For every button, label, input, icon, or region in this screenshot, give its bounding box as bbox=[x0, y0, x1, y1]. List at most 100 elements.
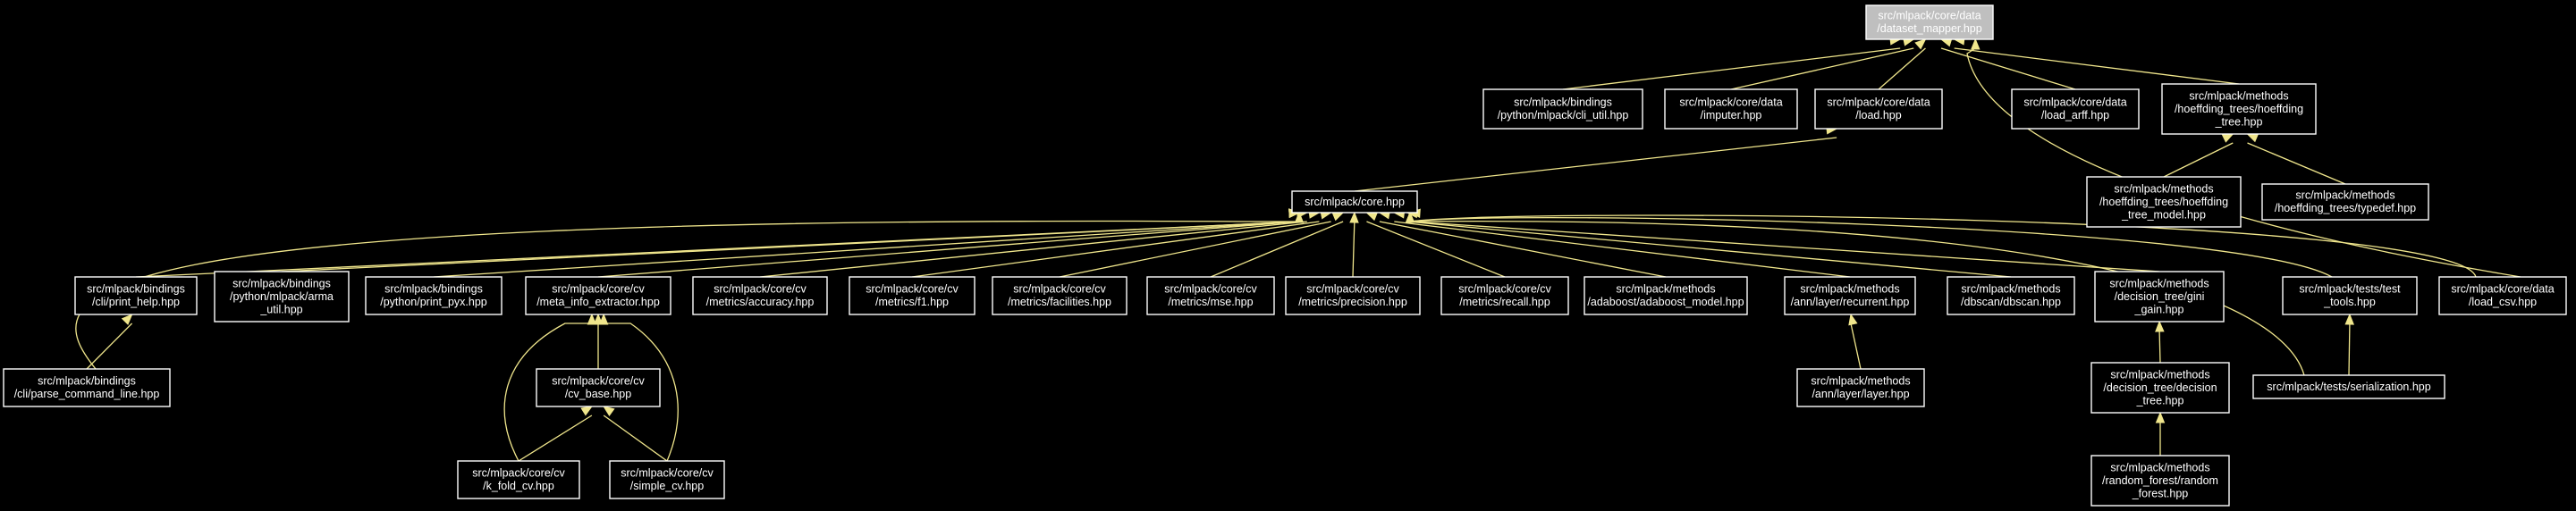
node-label-line: src/mlpack/tests/serialization.hpp bbox=[2267, 381, 2430, 393]
node-parse-cmd[interactable]: src/mlpack/bindings/cli/parse_command_li… bbox=[3, 368, 171, 407]
edge-hoeffding-tree-to-dataset-mapper bbox=[1954, 47, 2240, 85]
node-load-arff[interactable]: src/mlpack/core/data/load_arff.hpp bbox=[2011, 88, 2140, 130]
node-box bbox=[2438, 276, 2567, 315]
node-box bbox=[365, 276, 503, 315]
node-print-pyx[interactable]: src/mlpack/bindings/python/print_pyx.hpp bbox=[365, 276, 503, 315]
node-recurrent[interactable]: src/mlpack/methods/ann/layer/recurrent.h… bbox=[1784, 276, 1916, 315]
node-label-line: src/mlpack/methods bbox=[1811, 375, 1910, 388]
arrowhead bbox=[580, 406, 594, 416]
arrowhead bbox=[1914, 38, 1927, 50]
node-label-line: src/mlpack/core/data bbox=[1878, 10, 1981, 22]
node-label-line: src/mlpack/bindings bbox=[1514, 96, 1612, 109]
node-label-line: src/mlpack/methods bbox=[1616, 283, 1715, 296]
node-label-line: _tree_model.hpp bbox=[2121, 208, 2206, 221]
edge-recall-to-core bbox=[1366, 221, 1506, 278]
edge-decision-tree-to-gini-gain bbox=[2158, 330, 2161, 364]
node-label-line: /cli/parse_command_line.hpp bbox=[14, 388, 160, 400]
node-arma-util[interactable]: src/mlpack/bindings/python/mlpack/arma_u… bbox=[214, 271, 350, 323]
node-box bbox=[1814, 88, 1943, 130]
node-box bbox=[2252, 374, 2445, 399]
node-box bbox=[2282, 276, 2418, 315]
node-f1[interactable]: src/mlpack/core/cv/metrics/f1.hpp bbox=[849, 276, 976, 315]
node-label-line: /load.hpp bbox=[1855, 109, 1901, 121]
edge-core-to-load bbox=[1354, 137, 1837, 192]
node-dbscan[interactable]: src/mlpack/methods/dbscan/dbscan.hpp bbox=[1947, 276, 2075, 315]
node-label-line: src/mlpack/core/cv bbox=[1164, 283, 1257, 296]
node-gini-gain[interactable]: src/mlpack/methods/decision_tree/gini_ga… bbox=[2094, 271, 2225, 323]
node-box bbox=[1947, 276, 2075, 315]
node-box bbox=[849, 276, 976, 315]
arrowhead bbox=[1848, 313, 1858, 326]
node-label-line: src/mlpack/methods bbox=[2110, 461, 2209, 473]
node-dataset-mapper: src/mlpack/core/data/dataset_mapper.hpp bbox=[1865, 4, 1994, 40]
node-label-line: /metrics/facilities.hpp bbox=[1008, 296, 1111, 308]
node-imputer[interactable]: src/mlpack/core/data/imputer.hpp bbox=[1664, 88, 1798, 130]
node-label-line: /dbscan/dbscan.hpp bbox=[1961, 296, 2061, 308]
node-box bbox=[1285, 276, 1421, 315]
node-label-line: /simple_cv.hpp bbox=[630, 480, 704, 492]
node-label-line: /python/print_pyx.hpp bbox=[380, 296, 487, 308]
edge-load-csv-to-core bbox=[1409, 214, 2477, 278]
node-facilities[interactable]: src/mlpack/core/cv/metrics/facilities.hp… bbox=[992, 276, 1128, 315]
node-layer[interactable]: src/mlpack/methods/ann/layer/layer.hpp bbox=[1796, 368, 1925, 407]
edge-gini-gain-to-core bbox=[1409, 221, 2160, 272]
arrowhead bbox=[2221, 133, 2234, 143]
node-accuracy[interactable]: src/mlpack/core/cv/metrics/accuracy.hpp bbox=[692, 276, 828, 315]
node-label-line: src/mlpack/core/cv bbox=[552, 283, 645, 296]
node-label-line: /metrics/recall.hpp bbox=[1459, 296, 1550, 308]
edge-recurrent-to-core bbox=[1394, 221, 1851, 278]
node-decision-tree[interactable]: src/mlpack/methods/decision_tree/decisio… bbox=[2090, 362, 2230, 414]
node-label-line: /metrics/mse.hpp bbox=[1168, 296, 1253, 308]
node-label-line: src/mlpack/bindings bbox=[384, 283, 483, 296]
arrowhead bbox=[1331, 212, 1345, 222]
node-test-tools[interactable]: src/mlpack/tests/test_tools.hpp bbox=[2282, 276, 2418, 315]
nodes-layer: src/mlpack/core/data/dataset_mapper.hpps… bbox=[3, 4, 2567, 507]
node-meta-info[interactable]: src/mlpack/core/cv/meta_info_extractor.h… bbox=[525, 276, 671, 315]
node-label-line: /hoeffding_trees/hoeffding bbox=[2099, 196, 2228, 208]
edge-hoeffding-tree-model-to-hoeffding-tree bbox=[2163, 142, 2234, 178]
node-load[interactable]: src/mlpack/core/data/load.hpp bbox=[1814, 88, 1943, 130]
node-print-help[interactable]: src/mlpack/bindings/cli/print_help.hpp bbox=[74, 276, 198, 315]
node-label-line: src/mlpack/methods bbox=[2114, 182, 2213, 195]
node-label-line: src/mlpack/methods bbox=[2295, 189, 2394, 202]
node-box bbox=[74, 276, 198, 315]
node-typedef[interactable]: src/mlpack/methods/hoeffding_trees/typed… bbox=[2261, 183, 2429, 221]
node-label-line: /random_forest/random bbox=[2102, 474, 2218, 487]
node-simple-cv[interactable]: src/mlpack/core/cv/simple_cv.hpp bbox=[609, 460, 725, 499]
node-box bbox=[1440, 276, 1569, 315]
node-recall[interactable]: src/mlpack/core/cv/metrics/recall.hpp bbox=[1440, 276, 1569, 315]
edge-accuracy-to-core bbox=[759, 221, 1307, 278]
node-core[interactable]: src/mlpack/core.hpp bbox=[1291, 190, 1418, 214]
edge-adaboost-to-core bbox=[1379, 221, 1667, 278]
node-cli-util[interactable]: src/mlpack/bindings/python/mlpack/cli_ut… bbox=[1482, 88, 1643, 130]
node-label-line: /ann/layer/layer.hpp bbox=[1812, 388, 1909, 400]
node-precision[interactable]: src/mlpack/core/cv/metrics/precision.hpp bbox=[1285, 276, 1421, 315]
node-adaboost[interactable]: src/mlpack/methods/adaboost/adaboost_mod… bbox=[1584, 276, 1748, 315]
arrowhead bbox=[603, 406, 615, 416]
node-random-forest[interactable]: src/mlpack/methods/random_forest/random_… bbox=[2090, 455, 2230, 507]
node-label-line: /cv_base.hpp bbox=[565, 388, 631, 400]
node-label-line: src/mlpack/core/cv bbox=[1306, 283, 1399, 296]
node-box bbox=[1784, 276, 1916, 315]
node-mse[interactable]: src/mlpack/core/cv/metrics/mse.hpp bbox=[1146, 276, 1275, 315]
node-label-line: _tree.hpp bbox=[2215, 115, 2263, 128]
node-hoeffding-tree[interactable]: src/mlpack/methods/hoeffding_trees/hoeff… bbox=[2161, 83, 2317, 135]
node-label-line: /metrics/f1.hpp bbox=[875, 296, 949, 308]
edge-load-to-dataset-mapper bbox=[1878, 47, 1926, 90]
node-box bbox=[3, 368, 171, 407]
edge-load-arff-to-dataset-mapper bbox=[1940, 47, 2076, 90]
node-cv-base[interactable]: src/mlpack/core/cv/cv_base.hpp bbox=[536, 368, 661, 407]
node-label-line: src/mlpack/core.hpp bbox=[1305, 196, 1405, 208]
edge-k-fold-to-cv-base bbox=[518, 415, 593, 462]
node-load-csv[interactable]: src/mlpack/core/data/load_csv.hpp bbox=[2438, 276, 2567, 315]
edge-precision-to-core bbox=[1352, 221, 1356, 278]
node-hoeffding-tree-model[interactable]: src/mlpack/methods/hoeffding_trees/hoeff… bbox=[2086, 176, 2242, 228]
node-serialization[interactable]: src/mlpack/tests/serialization.hpp bbox=[2252, 374, 2445, 399]
node-box bbox=[1482, 88, 1643, 130]
node-label-line: /ann/layer/recurrent.hpp bbox=[1791, 296, 1910, 308]
node-box bbox=[992, 276, 1128, 315]
node-k-fold[interactable]: src/mlpack/core/cv/k_fold_cv.hpp bbox=[457, 460, 580, 499]
node-label-line: src/mlpack/core/cv bbox=[1458, 283, 1551, 296]
edge-meta-info-to-core bbox=[597, 221, 1300, 278]
